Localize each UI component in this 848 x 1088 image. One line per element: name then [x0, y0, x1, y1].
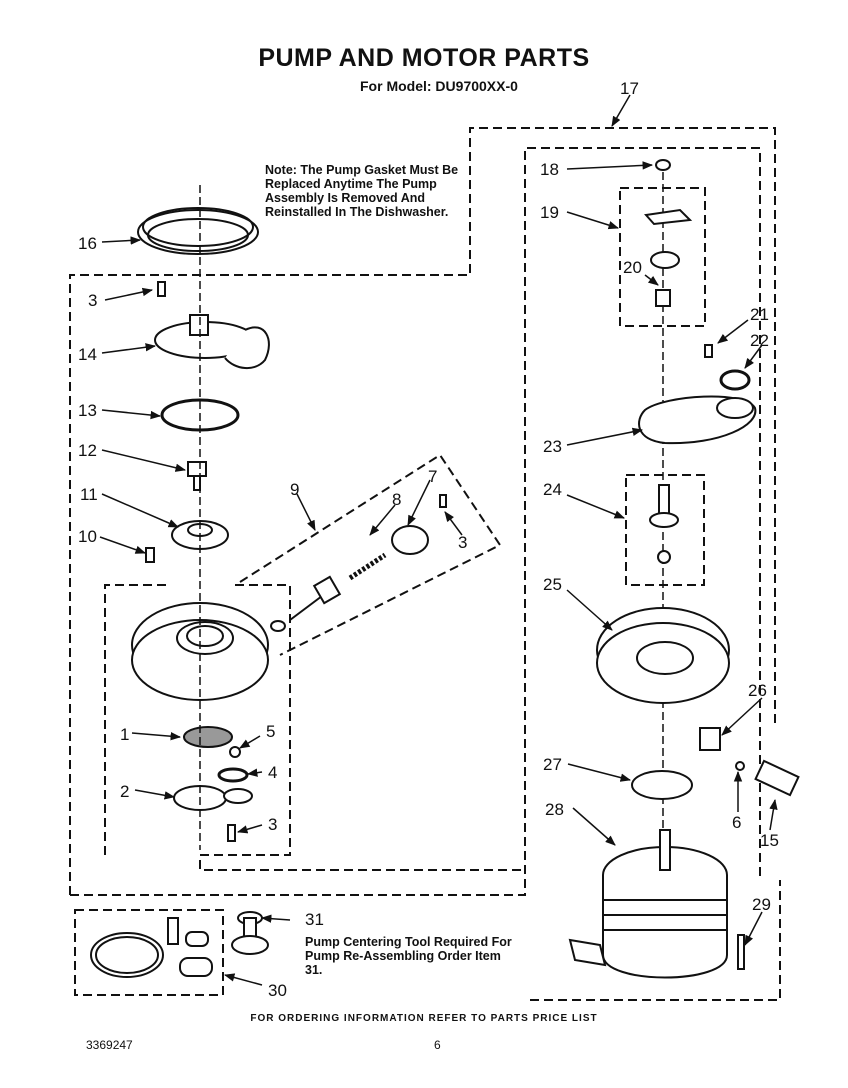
callout-3-lower: 3	[268, 815, 277, 834]
part-4-o-ring	[217, 767, 249, 783]
document-number: 3369247	[86, 1038, 133, 1052]
part-30-gasket-kit	[90, 917, 213, 978]
callout-10: 10	[78, 527, 97, 546]
callout-5: 5	[266, 722, 275, 741]
part-3-screw-lower	[227, 824, 236, 842]
page-title: PUMP AND MOTOR PARTS	[258, 44, 590, 72]
callout-12: 12	[78, 441, 97, 460]
callout-9: 9	[290, 480, 299, 499]
item-30-box	[74, 909, 224, 996]
part-2-pump-base	[173, 785, 253, 811]
callout-1: 1	[120, 725, 129, 744]
page-number: 6	[434, 1038, 441, 1052]
callout-27: 27	[543, 755, 562, 774]
pump-subgroup-boundary	[70, 147, 761, 896]
callout-15: 15	[760, 831, 779, 850]
part-12-impeller-nut	[187, 461, 207, 491]
part-28-motor	[568, 829, 728, 979]
part-15-switch	[754, 759, 800, 797]
centering-tool-note: Pump Centering Tool Required For Pump Re…	[305, 935, 512, 977]
callout-17: 17	[620, 79, 639, 98]
part-18-nut	[655, 159, 671, 171]
callout-16: 16	[78, 234, 97, 253]
part-25-motor-housing	[596, 607, 730, 704]
part-3-screw-upper	[157, 281, 166, 297]
part-27-disc	[631, 770, 693, 800]
part-6-clip	[735, 761, 745, 771]
part-14-pump-cover	[154, 314, 270, 369]
part-1-filter-screen	[183, 726, 233, 748]
item-9-box	[239, 453, 502, 656]
part-23-motor-mount	[638, 395, 757, 445]
callout-18: 18	[540, 160, 559, 179]
callout-4: 4	[268, 763, 277, 782]
callout-21: 21	[750, 305, 769, 324]
part-5-ball	[229, 746, 241, 758]
leader-arrows	[99, 94, 778, 986]
part-22-grommet	[719, 369, 751, 391]
callout-23: 23	[543, 437, 562, 456]
model-number: For Model: DU9700XX-0	[360, 78, 518, 94]
callout-2: 2	[120, 782, 129, 801]
callout-31: 31	[305, 910, 324, 929]
part-29-screw	[737, 934, 745, 970]
part-26-terminal-block	[699, 727, 721, 751]
part-9-check-valve-assembly	[270, 494, 447, 632]
callout-14: 14	[78, 345, 97, 364]
callout-3: 3	[88, 291, 97, 310]
callout-labels: 16 3 14 13 12 11 10 9 8 7 3 1 5 4 2 3 31…	[78, 79, 779, 1000]
part-16-pump-gasket	[137, 207, 259, 255]
pump-group-boundary	[69, 127, 776, 895]
part-10-screw	[145, 547, 155, 563]
callout-8: 8	[392, 490, 401, 509]
callout-25: 25	[543, 575, 562, 594]
callout-26: 26	[748, 681, 767, 700]
callout-20: 20	[623, 258, 642, 277]
motor-group-boundary	[530, 880, 781, 1001]
item-24-box	[625, 474, 705, 586]
callout-6: 6	[732, 813, 741, 832]
part-19-seal-assembly	[644, 208, 693, 307]
part-21-screw	[704, 344, 713, 358]
callout-28: 28	[545, 800, 564, 819]
ordering-footer: FOR ORDERING INFORMATION REFER TO PARTS …	[250, 1013, 598, 1024]
lower-pump-box	[104, 584, 525, 871]
callout-13: 13	[78, 401, 97, 420]
callout-24: 24	[543, 480, 562, 499]
callout-3-valve: 3	[458, 533, 467, 552]
callout-29: 29	[752, 895, 771, 914]
callout-7: 7	[428, 467, 437, 486]
callout-22: 22	[750, 331, 769, 350]
callout-30: 30	[268, 981, 287, 1000]
callout-19: 19	[540, 203, 559, 222]
pump-gasket-note: Note: The Pump Gasket Must Be Replaced A…	[265, 163, 459, 219]
callout-11: 11	[80, 485, 98, 504]
part-31-centering-tool	[231, 911, 269, 955]
part-24-shaft-assembly	[649, 484, 679, 564]
